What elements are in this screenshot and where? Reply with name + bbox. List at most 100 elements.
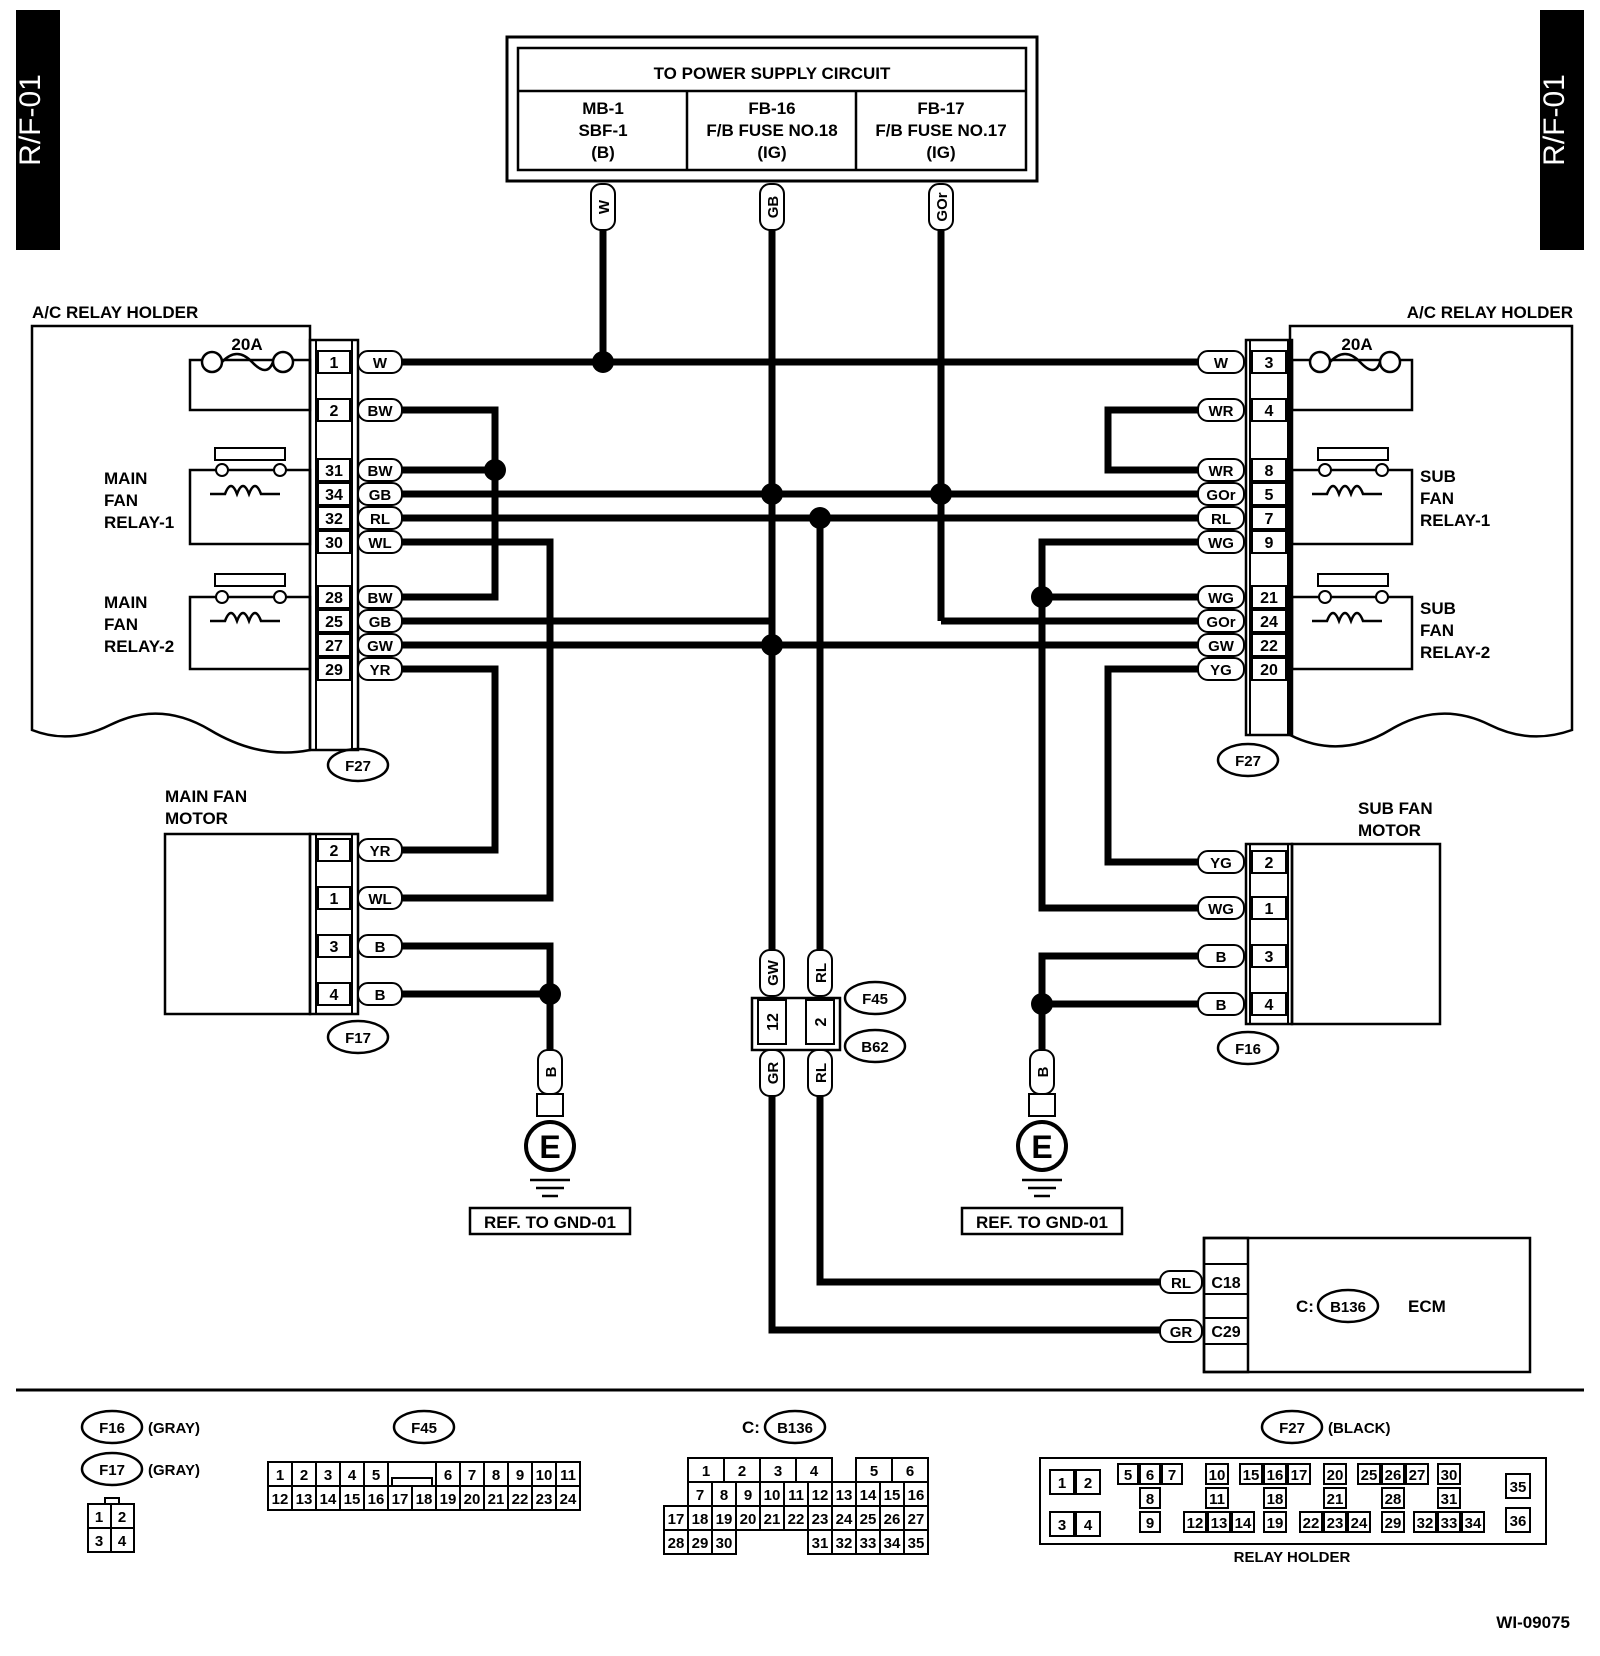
power-wire-w: W: [596, 199, 613, 214]
right-holder-wire-gor: GOr: [1206, 487, 1235, 504]
sub-motor-pin-2: 2: [1265, 855, 1274, 872]
left-holder-connector-name: F27: [345, 758, 371, 775]
f45-pin-11: 11: [560, 1467, 576, 1484]
junction-connector-top: F45: [862, 991, 888, 1008]
b136-cell: [711, 1529, 737, 1555]
f45-pin-16: 16: [368, 1491, 385, 1508]
right-holder-pin-22: 22: [1260, 638, 1278, 655]
right-holder-wire-tag: [1197, 350, 1245, 374]
f27-pin-22: 22: [1303, 1515, 1320, 1532]
splice-rl: [809, 507, 831, 529]
legend-f45-name: F45: [411, 1420, 437, 1437]
b136-pin-30: 30: [716, 1535, 733, 1552]
b136-pin-6: 6: [906, 1463, 914, 1480]
b136-pin-32: 32: [836, 1535, 853, 1552]
f27-cell: [1263, 1463, 1287, 1485]
splice-main-ground: [539, 983, 561, 1005]
left-holder-wire-tag: [357, 585, 403, 609]
b136-pin-18: 18: [692, 1511, 709, 1528]
b136-pin-8: 8: [720, 1487, 728, 1504]
right-holder-wire-yg: YG: [1210, 662, 1232, 679]
power-col1-line3: (B): [591, 143, 615, 162]
f27-cell: [1117, 1463, 1139, 1485]
right-holder-wire-tag: [1197, 633, 1245, 657]
left-holder-wire-bw: BW: [368, 463, 394, 480]
right-holder-wire-tag: [1197, 398, 1245, 422]
ecm-prefix: C:: [1296, 1297, 1314, 1316]
f27-pin-7: 7: [1168, 1467, 1176, 1484]
right-holder-pin-cell: [1251, 530, 1287, 554]
ecm-pin-c18: C18: [1211, 1275, 1240, 1292]
b136-pin-17: 17: [668, 1511, 685, 1528]
left-holder-wire-tag: [357, 458, 403, 482]
left-holder-pin-27: 27: [325, 638, 343, 655]
power-col1-line1: MB-1: [582, 99, 624, 118]
f27-cell: [1323, 1511, 1347, 1533]
f27-cell: [1075, 1469, 1101, 1495]
f27-pin-29: 29: [1385, 1515, 1402, 1532]
legend-f27-color: (BLACK): [1328, 1420, 1390, 1437]
f45-pin-23: 23: [536, 1491, 553, 1508]
b136-pin-31: 31: [812, 1535, 829, 1552]
main-motor-wire-tag: [357, 934, 403, 958]
power-wire-gor: GOr: [934, 192, 951, 221]
f27-cell: [1505, 1473, 1531, 1499]
sub-motor-pin-3: 3: [1265, 949, 1274, 966]
sub-relay2-line2: FAN: [1420, 621, 1454, 640]
left-holder-wire-tag: [357, 633, 403, 657]
main-motor-pin-cell: [317, 934, 351, 958]
sub-motor-pin-cell: [1251, 944, 1287, 968]
f27-cell: [1139, 1511, 1161, 1533]
right-holder-wire-rl: RL: [1211, 511, 1231, 528]
left-holder-pin-cell: [317, 482, 351, 506]
right-holder-pin-5: 5: [1265, 487, 1274, 504]
left-holder-pin-30: 30: [325, 535, 343, 552]
main-motor-title-2: MOTOR: [165, 809, 228, 828]
f27-cell: [1323, 1487, 1347, 1509]
f27-cell: [1139, 1463, 1161, 1485]
sub-motor-pin-cell: [1251, 896, 1287, 920]
splice-dots: [484, 351, 1053, 1015]
splice-sub-ground: [1031, 993, 1053, 1015]
f45-pin-10: 10: [536, 1467, 553, 1484]
f27-cell: [1381, 1511, 1405, 1533]
junction-connector-bottom: B62: [861, 1039, 889, 1056]
left-holder-wire-wl: WL: [368, 535, 391, 552]
main-fan-motor: MAIN FAN MOTOR: [163, 787, 360, 1016]
left-holder-pin-cell: [317, 609, 351, 633]
f27-pin-16: 16: [1267, 1467, 1284, 1484]
b136-pin-20: 20: [740, 1511, 757, 1528]
ecm-pin-c29: C29: [1211, 1324, 1240, 1341]
sub-relay1-line1: SUB: [1420, 467, 1456, 486]
sub-ground-ref: REF. TO GND-01: [976, 1213, 1108, 1232]
power-col2-line1: FB-16: [748, 99, 795, 118]
page-tag-right: R/F-01: [1538, 10, 1584, 250]
legend-b136-name: B136: [777, 1420, 813, 1437]
f27-pin-19: 19: [1267, 1515, 1284, 1532]
b136-pin-15: 15: [884, 1487, 901, 1504]
main-motor-wire-b: B: [375, 939, 386, 956]
right-holder-wire-tag: [1197, 506, 1245, 530]
right-holder-pin-cell: [1251, 585, 1287, 609]
f45-pin-21: 21: [488, 1491, 505, 1508]
right-holder-pin-cell: [1251, 609, 1287, 633]
f27-pin-23: 23: [1327, 1515, 1344, 1532]
b136-pin-19: 19: [716, 1511, 733, 1528]
f27-pin-24: 24: [1351, 1515, 1368, 1532]
right-holder-pin-9: 9: [1265, 535, 1274, 552]
right-holder-pin-cell: [1251, 633, 1287, 657]
main-relay2-line2: FAN: [104, 615, 138, 634]
main-ground-wire: B: [543, 1066, 560, 1077]
right-holder-wire-tag: [1197, 482, 1245, 506]
splice-gb: [761, 483, 783, 505]
f27-pin-33: 33: [1441, 1515, 1458, 1532]
b136-pin-29: 29: [692, 1535, 709, 1552]
right-fuse-rating: 20A: [1341, 335, 1372, 354]
sub-motor-connector-name: F16: [1235, 1041, 1261, 1058]
ecm-connector-name: B136: [1330, 1299, 1366, 1316]
right-holder-pin-20: 20: [1260, 662, 1278, 679]
sub-fan-motor: SUB FAN MOTOR: [1244, 799, 1442, 1026]
legend-f27-name: F27: [1279, 1420, 1305, 1437]
